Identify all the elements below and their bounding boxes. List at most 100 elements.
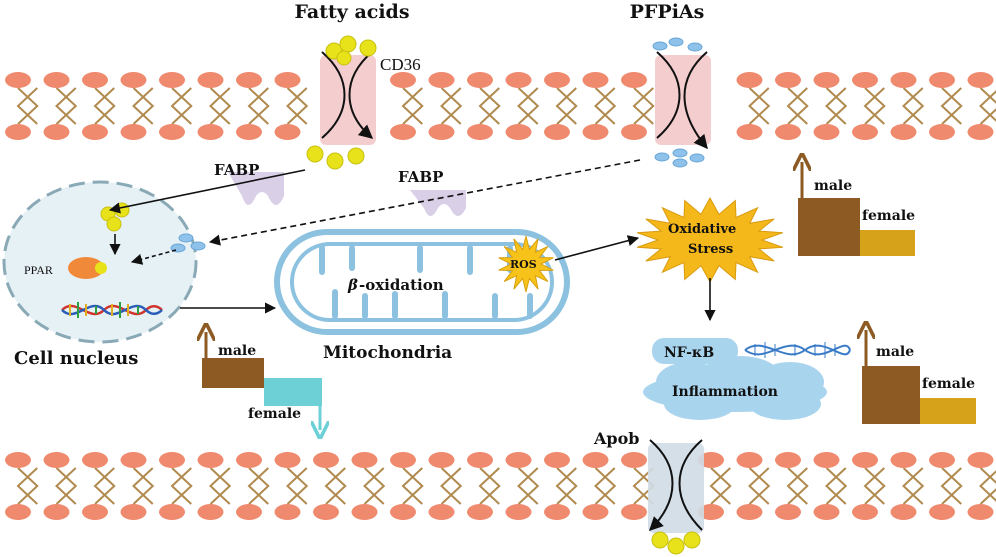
nfkb-label: NF-κB [664,345,714,361]
male-bar [202,358,264,388]
lipid-head [698,452,724,468]
mitochondria-label: Mitochondria [323,343,452,363]
fabp-carrier-left [228,172,284,205]
lipid-head [390,72,416,88]
lipid-head [236,124,262,140]
lipid-head [736,72,763,88]
pfpias-transporter [655,51,711,150]
nfkb-box [652,338,738,364]
lipid-head [544,72,570,88]
fatty-acids-label: Fatty acids [294,1,409,23]
lipid-head [813,504,840,520]
lipid-head [313,504,339,520]
inflammation-female-label: female [922,376,975,392]
lipid-head [120,124,147,140]
oxidation-label: -oxidation [359,276,444,294]
lipid-head [236,452,262,468]
lipid-head [274,452,301,468]
ppar-label: PPAR [24,263,53,277]
stress-label: Stress [688,242,733,257]
pfpias-label: PFPiAs [630,1,705,23]
lipid-head [274,124,301,140]
lipid-head [544,504,570,520]
nucleus-female-label: female [248,406,301,422]
lipid-head [197,72,224,88]
lipid-head [82,452,108,468]
lipid-head [582,452,609,468]
lipid-head [390,124,416,140]
lipid-head [967,452,994,468]
lipid-head [890,72,917,88]
oxidative-label: Oxidative [668,222,736,237]
lipid-head [852,124,878,140]
fabp-right-label: FABP [398,168,443,186]
lipid-head [890,504,917,520]
lipid-head [967,504,994,520]
lipid-head [467,124,493,140]
lipid-head [197,452,224,468]
ppar-receptor [68,257,107,279]
female-bar [264,378,322,406]
top-cell-membrane [5,72,996,140]
arrow-pfpias-to-ppar [130,249,177,265]
inflammation-label: Inflammation [672,384,778,400]
cd36-label: CD36 [380,55,421,74]
lipid-head [236,72,262,88]
lipid-head [467,72,493,88]
lipid-head [582,124,609,140]
male-bar [798,198,860,256]
lipid-head [120,72,147,88]
lipid-head [82,124,108,140]
lipid-head [775,504,801,520]
lipid-head [5,452,31,468]
lipid-head [428,72,455,88]
male-bar [862,366,920,424]
female-bar [920,398,976,424]
lipid-head [159,504,185,520]
oxidative-stress-burst [636,196,784,284]
arrow-ros-to-stress [554,235,640,261]
pathway-arrows [108,159,716,322]
lipid-head [852,452,878,468]
nucleus-dna-helix [61,302,163,318]
lipid-head [43,72,70,88]
nfkb-dna-helix [744,342,851,358]
lipid-head [159,72,185,88]
inflammation-cloud [643,356,827,420]
lipid-head [967,72,994,88]
beta-symbol: β [347,276,358,294]
lipid-head [351,504,378,520]
lipid-head [621,124,647,140]
lipid-head [505,504,532,520]
ros-label: ROS [510,258,537,271]
lipid-head [5,124,31,140]
lipid-head [929,72,955,88]
lipid-head [813,124,840,140]
lipid-head [159,124,185,140]
lipid-head [274,504,301,520]
lipid-head [813,452,840,468]
oxstress-female-label: female [862,208,915,224]
lipid-head [5,504,31,520]
lipid-head [428,452,455,468]
lipid-head [775,124,801,140]
inflammation-male-label: male [876,344,914,360]
lipid-head [775,452,801,468]
lipid-head [582,504,609,520]
lipid-head [621,504,647,520]
lipid-head [929,504,955,520]
lipid-head [929,124,955,140]
apob-transporter [648,439,704,533]
lipid-head [813,72,840,88]
lipid-head [505,452,532,468]
bottom-cell-membrane [5,452,996,520]
lipid-head [120,504,147,520]
lipid-head [390,504,416,520]
lipid-head [890,452,917,468]
lipid-head [197,124,224,140]
lipid-head [43,504,70,520]
female-bar [860,230,915,256]
lipid-head [582,72,609,88]
lipid-head [390,452,416,468]
ros-burst [498,235,554,293]
